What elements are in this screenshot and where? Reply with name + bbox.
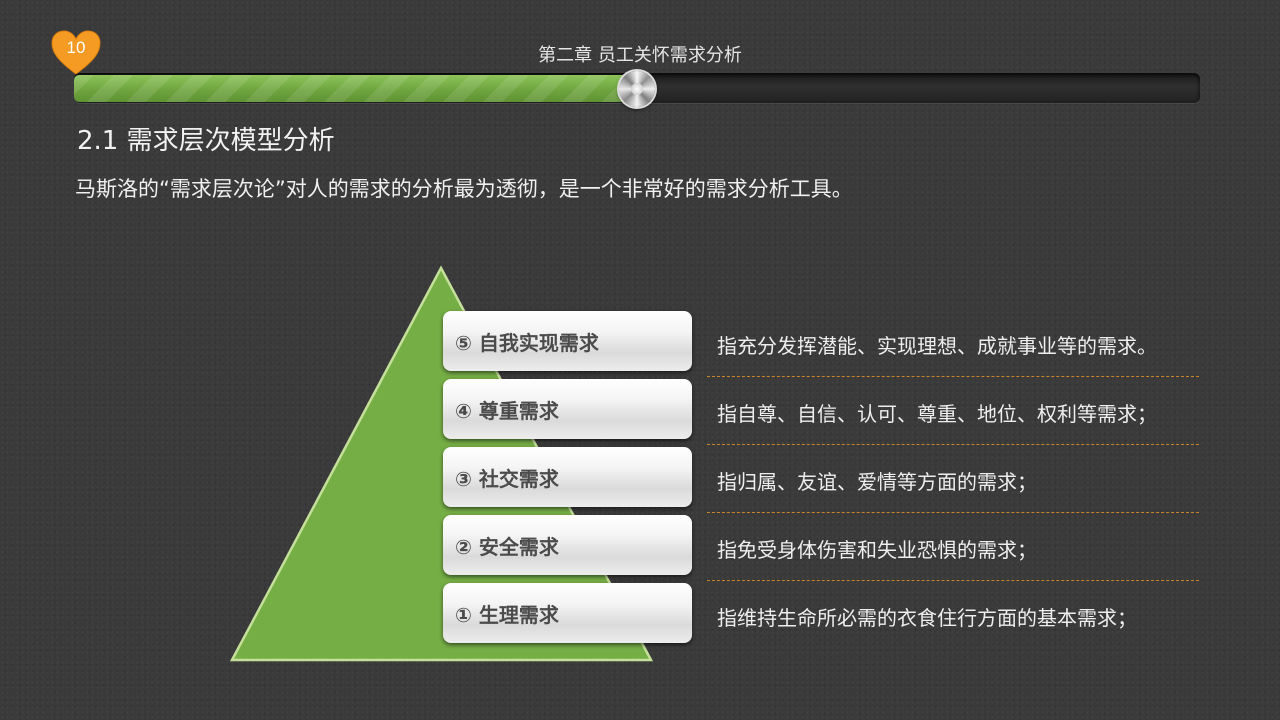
progress-knob[interactable]: [619, 71, 655, 107]
section-title: 2.1 需求层次模型分析: [77, 126, 335, 156]
page-number: 10: [66, 38, 86, 57]
level-3-box: ③ 社交需求: [443, 447, 692, 507]
level-3-description: 指归属、友谊、爱情等方面的需求；: [717, 470, 1037, 494]
level-4-box: ④ 尊重需求: [443, 379, 692, 439]
divider: [707, 580, 1199, 581]
progress-fill: [74, 75, 637, 102]
divider: [707, 512, 1199, 513]
level-2-box: ② 安全需求: [443, 515, 692, 575]
divider: [707, 444, 1199, 445]
divider: [707, 376, 1199, 377]
heart-badge-icon: [51, 30, 101, 75]
level-5-description: 指充分发挥潜能、实现理想、成就事业等的需求。: [717, 334, 1157, 358]
level-2-description: 指免受身体伤害和失业恐惧的需求；: [717, 538, 1037, 562]
level-4-description: 指自尊、自信、认可、尊重、地位、权利等需求；: [717, 402, 1157, 426]
level-5-box: ⑤ 自我实现需求: [443, 311, 692, 371]
chapter-title: 第二章 员工关怀需求分析: [538, 45, 742, 66]
level-1-box: ① 生理需求: [443, 583, 692, 643]
level-1-description: 指维持生命所必需的衣食住行方面的基本需求；: [717, 606, 1137, 630]
intro-text: 马斯洛的“需求层次论”对人的需求的分析最为透彻，是一个非常好的需求分析工具。: [75, 177, 853, 201]
